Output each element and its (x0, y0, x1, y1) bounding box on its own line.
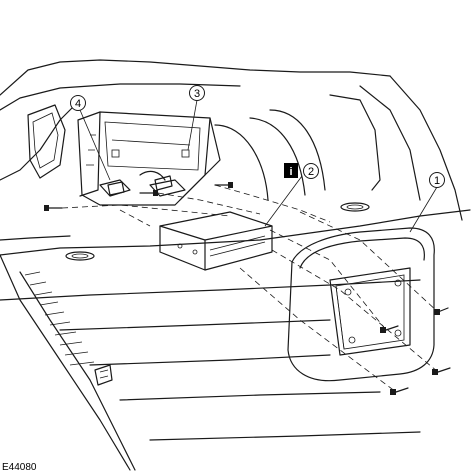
screw-icon (44, 205, 63, 211)
screw-icon (139, 190, 158, 196)
screw-icon (214, 182, 233, 188)
load-floor (0, 202, 471, 471)
amplifier-module (159, 211, 273, 271)
amplifier-bracket (77, 111, 221, 206)
cargo-area-body (0, 59, 463, 241)
callout-1: 1 (429, 172, 445, 188)
screw-icon (390, 387, 409, 395)
cover-trim-panel (287, 227, 435, 382)
callout-leaders (79, 99, 438, 233)
svg-text:2: 2 (308, 166, 314, 178)
wiring-connectors (107, 170, 173, 196)
callout-2: 2 (303, 163, 319, 179)
fixing-screws (44, 182, 451, 395)
svg-text:3: 3 (194, 88, 200, 100)
callout-3: 3 (189, 85, 205, 101)
svg-text:4: 4 (75, 98, 81, 110)
screw-icon (432, 367, 451, 375)
callout-4: 4 (70, 95, 86, 111)
screw-icon (380, 325, 399, 333)
svg-text:1: 1 (434, 175, 440, 187)
figure-code: E44080 (2, 462, 37, 473)
info-icon: i (284, 163, 298, 178)
assembly-guide-lines (61, 184, 439, 393)
svg-text:i: i (289, 166, 292, 178)
screw-icon (434, 307, 449, 315)
